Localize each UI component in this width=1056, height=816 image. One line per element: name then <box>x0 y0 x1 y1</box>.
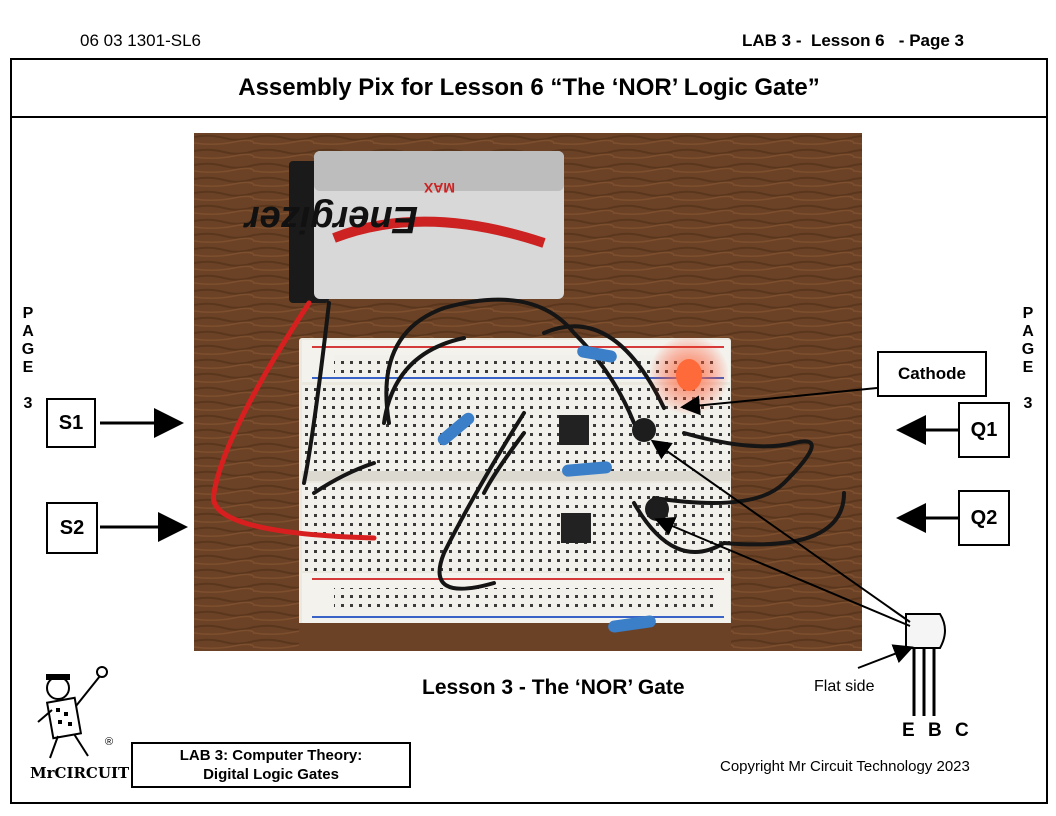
battery-9v: Energizer MAX <box>243 151 564 303</box>
page-label-right: P A G E 3 <box>1018 305 1038 413</box>
page-letter: E <box>22 359 34 376</box>
registered-mark: ® <box>105 736 114 748</box>
lab-box-line1: LAB 3: Computer Theory: <box>179 747 363 764</box>
transistor-q1 <box>632 418 656 442</box>
doc-code: 06 03 1301-SL6 <box>80 31 201 50</box>
page-letter: E <box>1022 359 1034 376</box>
page-letter: A <box>1022 323 1034 340</box>
resistors <box>437 345 656 633</box>
circuit-photo: Energizer MAX <box>194 133 862 651</box>
label-q2: Q2 <box>958 490 1010 546</box>
flat-side-label: Flat side <box>814 678 875 695</box>
lab-page-label: LAB 3 - Lesson 6 - Page 3 <box>742 31 965 50</box>
page-number: 3 <box>23 395 33 412</box>
label-cathode: Cathode <box>877 351 987 397</box>
label-s1: S1 <box>46 398 96 448</box>
photo-caption: Lesson 3 - The ‘NOR’ Gate <box>422 676 685 699</box>
page-letter: A <box>22 323 34 340</box>
push-button-s1 <box>559 415 589 445</box>
lab-box: LAB 3: Computer Theory: Digital Logic Ga… <box>131 742 411 788</box>
label-s2: S2 <box>46 502 98 554</box>
page-title: Assembly Pix for Lesson 6 “The ‘NOR’ Log… <box>10 58 1048 118</box>
led <box>676 359 702 391</box>
push-button-s2 <box>561 513 591 543</box>
page-letter: P <box>22 305 34 322</box>
page-label-left: P A G E 3 <box>18 305 38 413</box>
copyright: Copyright Mr Circuit Technology 2023 <box>720 758 970 775</box>
logo-text: MrCIRCUIT <box>30 764 130 782</box>
lab-box-line2: Digital Logic Gates <box>203 766 339 783</box>
page-number: 3 <box>1023 395 1033 412</box>
ebc-label: E B C <box>902 720 973 741</box>
page-letter: G <box>21 341 35 358</box>
battery-brand: Energizer <box>243 198 418 240</box>
label-q1: Q1 <box>958 402 1010 458</box>
transistor-diagram <box>905 613 946 716</box>
battery-model: MAX <box>423 180 455 196</box>
page-letter: P <box>1022 305 1034 322</box>
mr-circuit-logo-icon <box>37 666 108 759</box>
transistor-q2 <box>645 497 669 521</box>
page-letter: G <box>1021 341 1035 358</box>
